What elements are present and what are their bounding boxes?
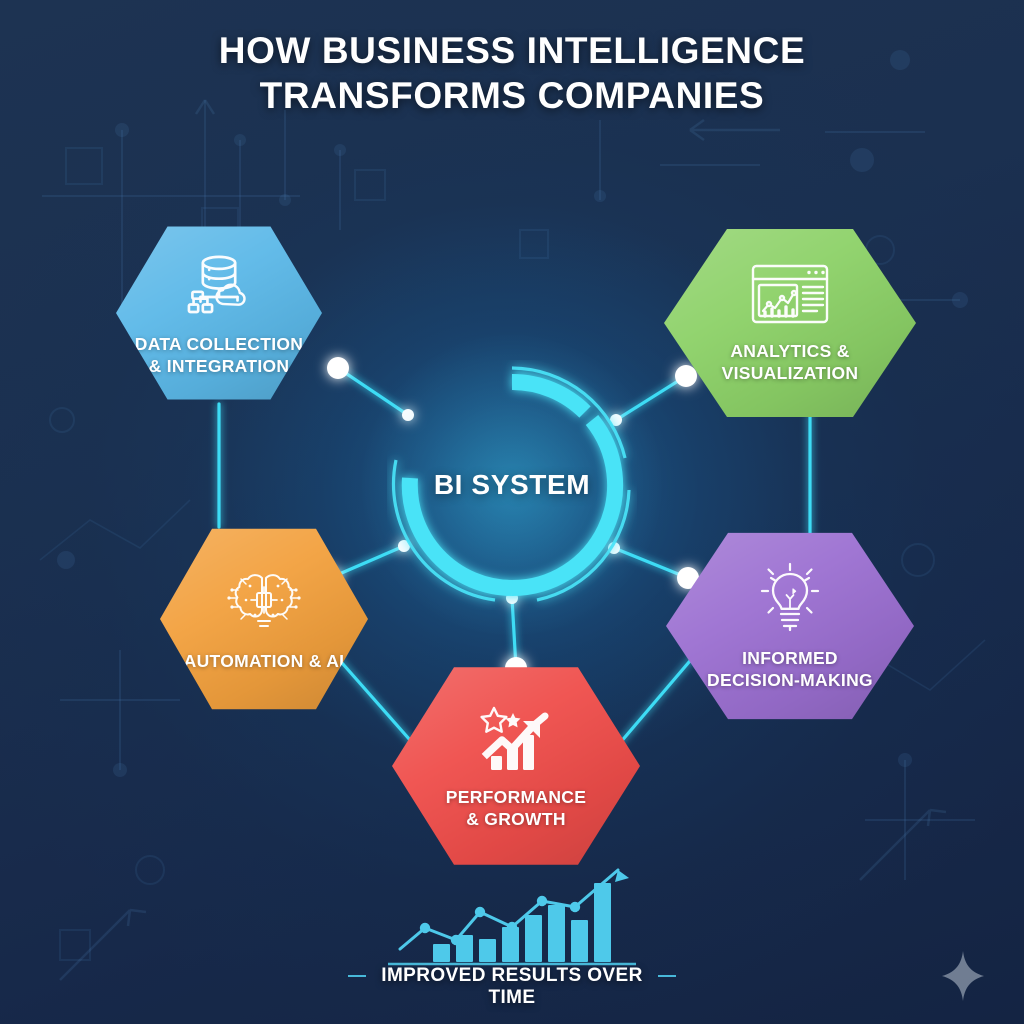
chart-markers — [419, 895, 581, 946]
chart-arrow-head — [615, 870, 629, 882]
hub-label: BI SYSTEM — [433, 469, 591, 500]
dashboard-chart-icon — [749, 262, 831, 330]
chart-caption: IMPROVED RESULTS OVER TIME — [381, 965, 643, 1008]
improved-results-chart: IMPROVED RESULTS OVER TIME — [348, 865, 676, 1024]
page-title: HOW BUSINESS INTELLIGENCE TRANSFORMS COM… — [0, 28, 1024, 118]
node-label: INFORMED DECISION-MAKING — [707, 647, 873, 690]
hub-bi-system[interactable]: BI SYSTEM — [362, 335, 662, 635]
database-cloud-icon — [182, 249, 256, 323]
title-line-1: HOW BUSINESS INTELLIGENCE — [218, 30, 806, 71]
ai-brain-icon — [224, 566, 304, 640]
title-line-2: TRANSFORMS COMPANIES — [259, 75, 765, 117]
hub-ring — [391, 366, 631, 602]
node-label: DATA COLLECTION & INTEGRATION — [134, 333, 304, 376]
lightbulb-icon — [752, 561, 828, 637]
chart-trend-line — [398, 868, 620, 951]
sparkle-icon — [942, 951, 984, 1001]
chart-bars — [433, 883, 611, 962]
caption-rule-right — [658, 975, 676, 977]
growth-arrow-chart-icon — [477, 702, 555, 776]
node-label: PERFORMANCE & GROWTH — [445, 786, 587, 829]
node-label: AUTOMATION & AI — [183, 650, 345, 671]
node-label: ANALYTICS & VISUALIZATION — [721, 340, 859, 383]
chart-graphic — [388, 868, 636, 966]
caption-rule-left — [348, 975, 366, 977]
